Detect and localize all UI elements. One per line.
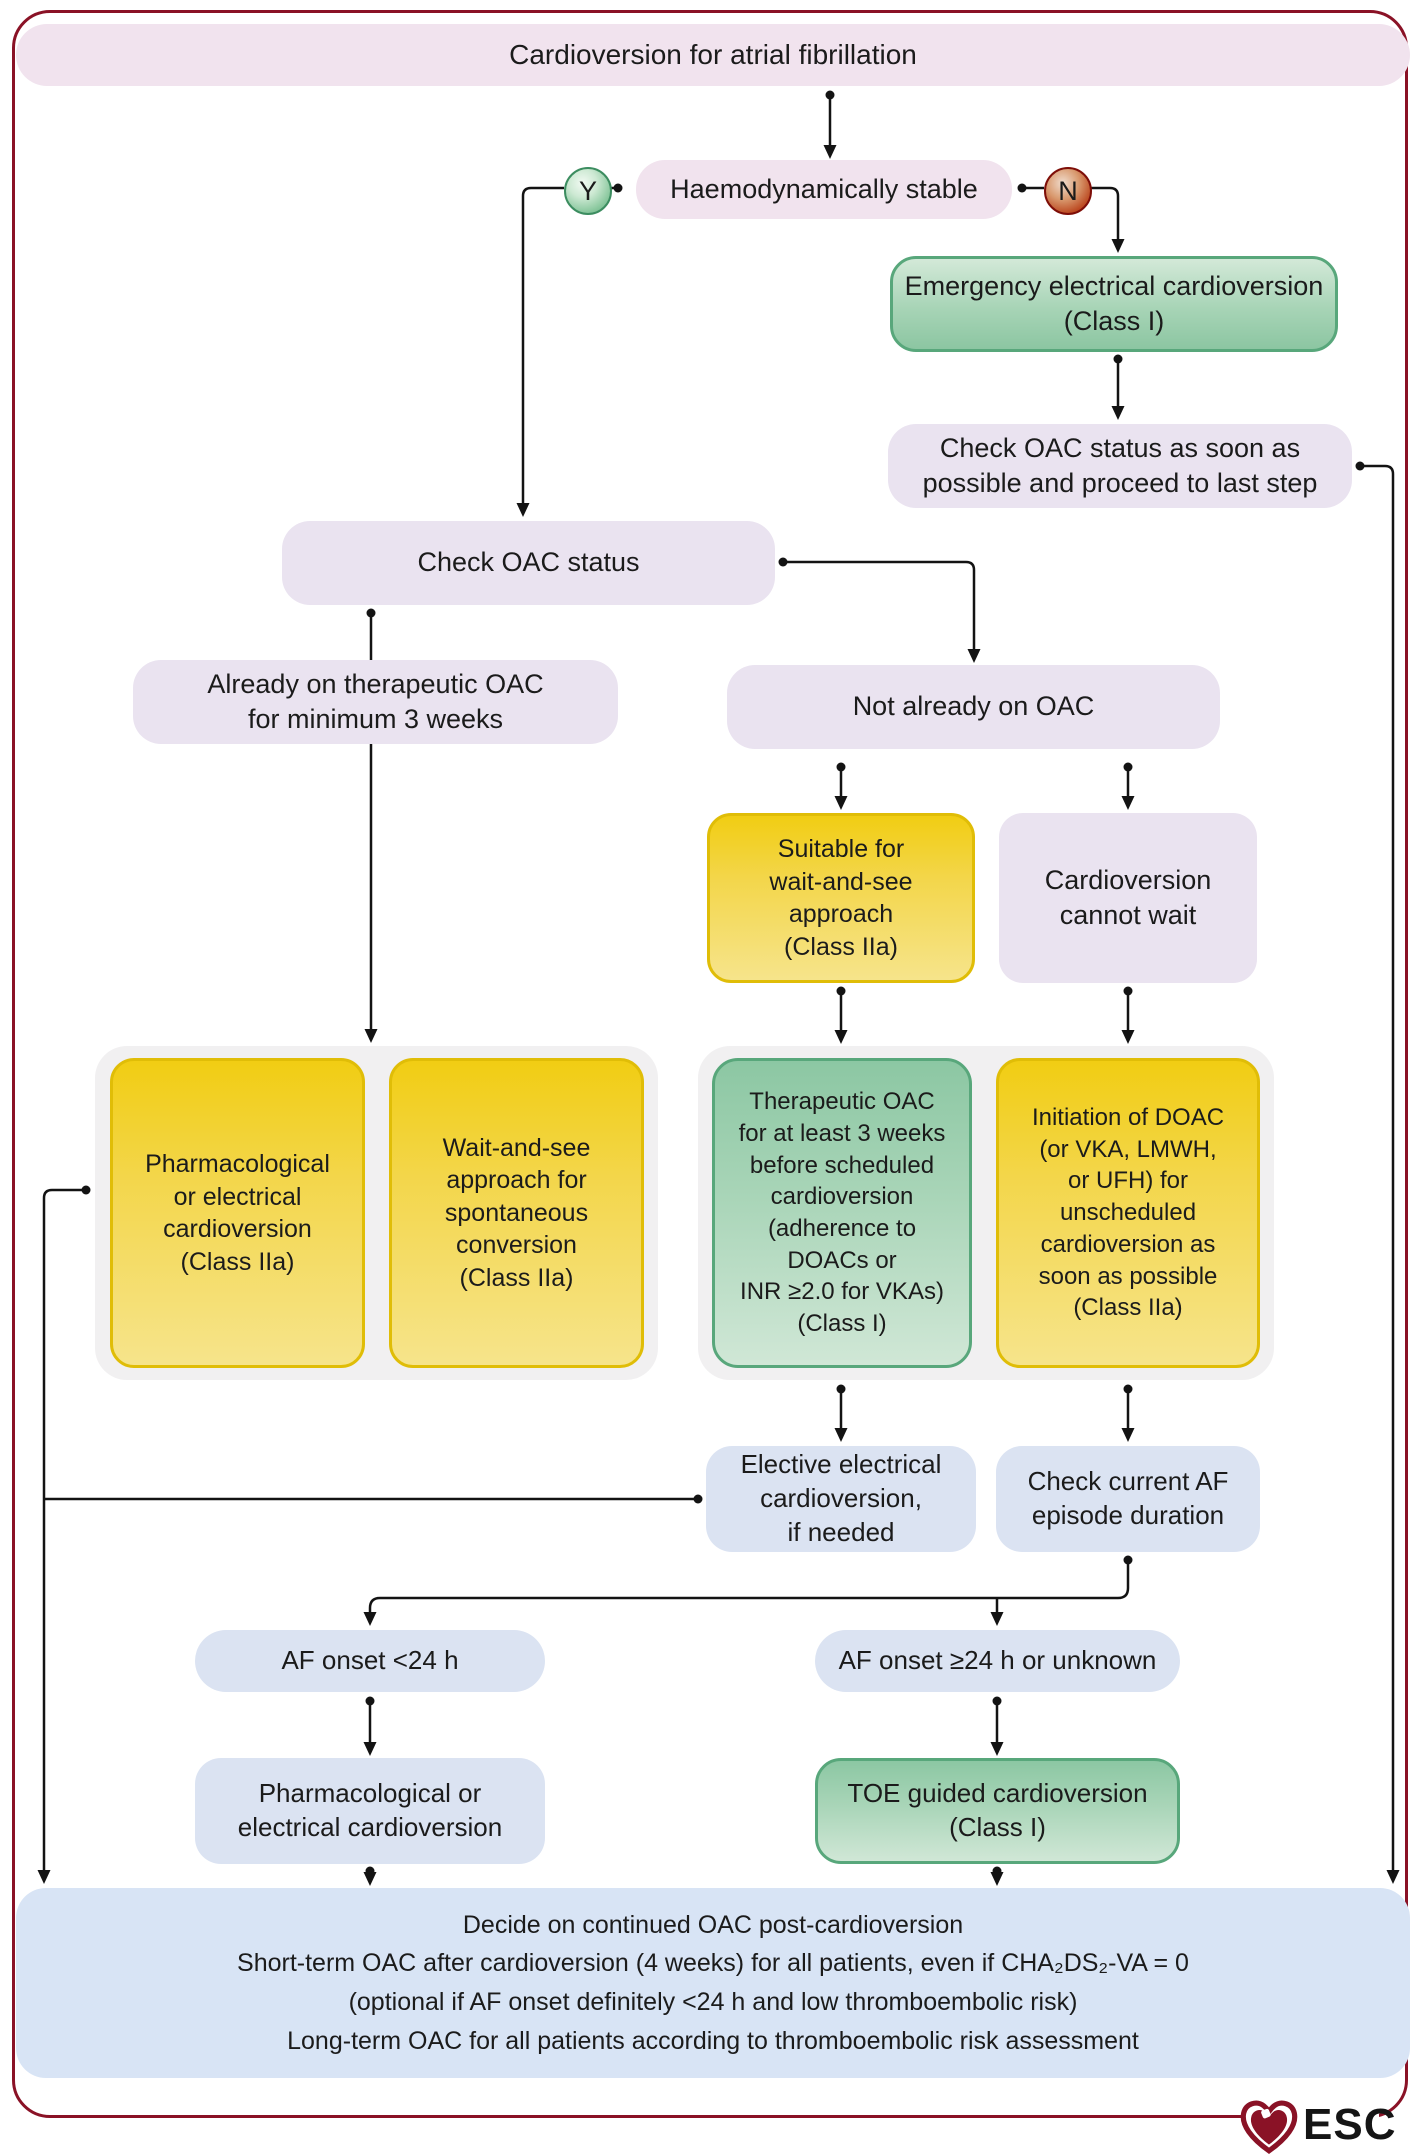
node-af-onset-ge-24h: AF onset ≥24 h or unknown bbox=[815, 1630, 1180, 1692]
edge-toe-to-decide bbox=[990, 1866, 1004, 1886]
edge-af-ge24-to-toe bbox=[990, 1696, 1004, 1756]
edge-check-oac-to-already bbox=[366, 608, 376, 660]
edge-no-to-emergency bbox=[1089, 186, 1125, 253]
title-text: Cardioversion for atrial fibrillation bbox=[509, 38, 917, 70]
edge-cannot-wait-to-initiation bbox=[1121, 986, 1135, 1044]
edge-elective-to-left-line bbox=[44, 1494, 703, 1504]
figure-border-frame bbox=[12, 10, 1408, 2118]
edge-check-oac-to-not-already bbox=[778, 557, 981, 663]
node-af-onset-lt-24h: AF onset <24 h bbox=[195, 1630, 545, 1692]
node-not-already-on-oac: Not already on OAC bbox=[727, 665, 1220, 749]
border-gap-behind-logo bbox=[1297, 2110, 1379, 2140]
node-toe-guided-cardioversion: TOE guided cardioversion(Class I) bbox=[815, 1758, 1180, 1864]
edge-af-lt24-to-pharm bbox=[363, 1696, 377, 1756]
edge-cluster-left-to-decide bbox=[37, 1185, 91, 1884]
no-badge: N bbox=[1044, 167, 1092, 215]
node-emergency-cardioversion: Emergency electrical cardioversion(Class… bbox=[890, 256, 1338, 352]
yes-badge: Y bbox=[564, 167, 612, 215]
edge-already-to-cluster bbox=[364, 744, 378, 1043]
edge-haemo-to-no bbox=[1017, 183, 1044, 193]
esc-logo-text: ESC bbox=[1303, 2100, 1397, 2149]
edge-emergency-to-check-soon bbox=[1111, 354, 1125, 420]
edge-not-already-to-cannot-wait bbox=[1121, 762, 1135, 810]
edge-yes-to-check-oac bbox=[516, 186, 564, 517]
node-title: Cardioversion for atrial fibrillation bbox=[16, 24, 1410, 86]
edge-therapeutic-to-elective bbox=[834, 1384, 848, 1442]
edge-check-af-to-af-onset-split bbox=[363, 1555, 1133, 1626]
edge-initiation-to-check-af bbox=[1121, 1384, 1135, 1442]
node-initiation-of-doac: Initiation of DOAC(or VKA, LMWH,or UFH) … bbox=[996, 1058, 1260, 1368]
node-check-oac-status: Check OAC status bbox=[282, 521, 775, 605]
edge-pharm-to-decide bbox=[363, 1866, 377, 1886]
edge-suitable-to-therapeutic bbox=[834, 986, 848, 1044]
esc-heart-icon bbox=[1238, 2097, 1300, 2156]
node-decide-continued-oac: Decide on continued OAC post-cardioversi… bbox=[16, 1888, 1410, 2078]
edge-not-already-to-suitable bbox=[834, 762, 848, 810]
node-haemodynamically-stable: Haemodynamically stable bbox=[636, 160, 1012, 219]
edge-title-to-haemo bbox=[823, 90, 837, 159]
edge-check-soon-to-last-step bbox=[1355, 461, 1400, 1884]
